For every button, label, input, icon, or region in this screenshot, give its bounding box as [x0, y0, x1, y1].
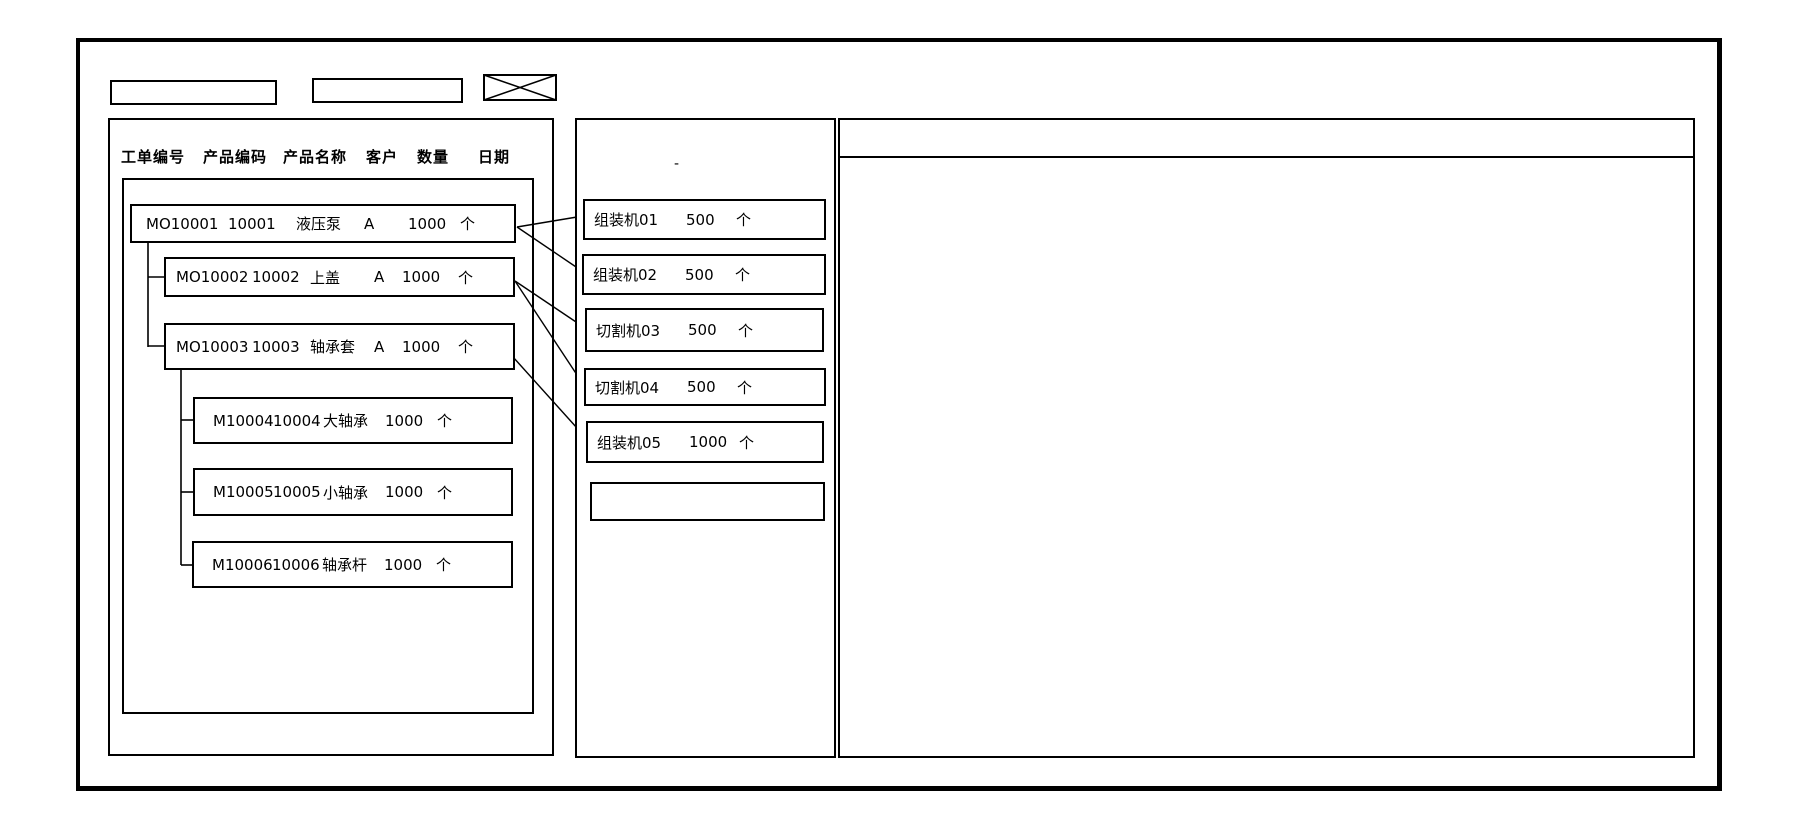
schedule-panel — [838, 118, 1695, 758]
quantity: 1000 — [402, 337, 441, 356]
dash-mark: - — [674, 156, 680, 172]
work-order-node-m10004[interactable]: M10004 10004 大轴承 1000 个 — [193, 397, 513, 444]
toolbar-input-1[interactable] — [110, 80, 277, 105]
column-header-product-name: 产品名称 — [283, 148, 348, 166]
column-header-order-no: 工单编号 — [121, 148, 186, 166]
machine-unit: 个 — [735, 266, 751, 284]
unit: 个 — [458, 338, 474, 356]
machine-slot-assembler-01[interactable]: 组装机01 500 个 — [583, 199, 826, 240]
order-no: M10004 — [213, 411, 274, 430]
quantity: 1000 — [408, 214, 447, 233]
schedule-header-divider — [838, 156, 1695, 158]
product-name: 上盖 — [310, 268, 341, 287]
product-name: 轴承套 — [310, 338, 356, 356]
quantity: 1000 — [385, 483, 424, 501]
machine-unit: 个 — [736, 211, 752, 229]
product-code: 10005 — [273, 483, 321, 501]
quantity: 1000 — [384, 555, 423, 574]
customer: A — [374, 337, 385, 356]
column-header-qty: 数量 — [417, 148, 450, 166]
crossed-box-icon[interactable] — [483, 74, 557, 101]
column-header-customer: 客户 — [366, 148, 399, 166]
work-order-node-m10005[interactable]: M10005 10005 小轴承 1000 个 — [193, 468, 513, 516]
order-no: MO10003 — [176, 337, 249, 356]
unit: 个 — [436, 556, 452, 574]
machine-slot-cutter-03[interactable]: 切割机03 500 个 — [585, 308, 824, 352]
machine-name: 切割机04 — [595, 378, 660, 397]
quantity: 1000 — [385, 411, 424, 430]
machine-slot-assembler-05[interactable]: 组装机05 1000 个 — [586, 421, 824, 463]
unit: 个 — [437, 412, 453, 430]
order-no: M10005 — [213, 483, 274, 501]
order-no: MO10002 — [176, 268, 249, 286]
unit: 个 — [460, 215, 476, 233]
quantity: 1000 — [402, 268, 441, 286]
work-order-node-m10006[interactable]: M10006 10006 轴承杆 1000 个 — [192, 541, 513, 588]
machine-name: 组装机05 — [597, 433, 662, 452]
machine-unit: 个 — [738, 321, 754, 340]
product-code: 10001 — [228, 214, 276, 233]
unit: 个 — [458, 268, 474, 287]
machine-slot-cutter-04[interactable]: 切割机04 500 个 — [584, 368, 826, 406]
column-header-date: 日期 — [478, 148, 511, 166]
customer: A — [364, 214, 375, 233]
work-order-node-mo10002[interactable]: MO10002 10002 上盖 A 1000 个 — [164, 257, 515, 297]
product-code: 10006 — [272, 555, 320, 574]
product-code: 10002 — [252, 268, 300, 286]
machine-slot-assembler-02[interactable]: 组装机02 500 个 — [582, 254, 826, 295]
machine-qty: 500 — [685, 265, 714, 284]
machine-name: 组装机02 — [593, 266, 658, 284]
machine-qty: 1000 — [689, 433, 728, 451]
customer: A — [374, 268, 385, 286]
machine-unit: 个 — [739, 433, 755, 452]
toolbar-input-2[interactable] — [312, 78, 463, 103]
work-order-node-mo10003[interactable]: MO10003 10003 轴承套 A 1000 个 — [164, 323, 515, 370]
product-code: 10003 — [252, 337, 300, 356]
work-order-node-mo10001[interactable]: MO10001 10001 液压泵 A 1000 个 — [130, 204, 516, 243]
order-no: M10006 — [212, 555, 273, 574]
product-name: 液压泵 — [296, 215, 342, 233]
machine-name: 组装机01 — [594, 211, 659, 229]
unit: 个 — [437, 483, 453, 502]
product-name: 小轴承 — [323, 483, 369, 502]
product-code: 10004 — [273, 411, 321, 430]
column-header-product-code: 产品编码 — [203, 148, 268, 166]
machine-slot-empty[interactable] — [590, 482, 825, 521]
machine-name: 切割机03 — [596, 321, 661, 340]
product-name: 大轴承 — [323, 412, 369, 430]
order-no: MO10001 — [146, 214, 219, 233]
machine-qty: 500 — [688, 321, 717, 339]
machine-qty: 500 — [686, 210, 715, 229]
machine-qty: 500 — [687, 378, 716, 396]
product-name: 轴承杆 — [322, 556, 368, 574]
machine-unit: 个 — [737, 378, 753, 397]
